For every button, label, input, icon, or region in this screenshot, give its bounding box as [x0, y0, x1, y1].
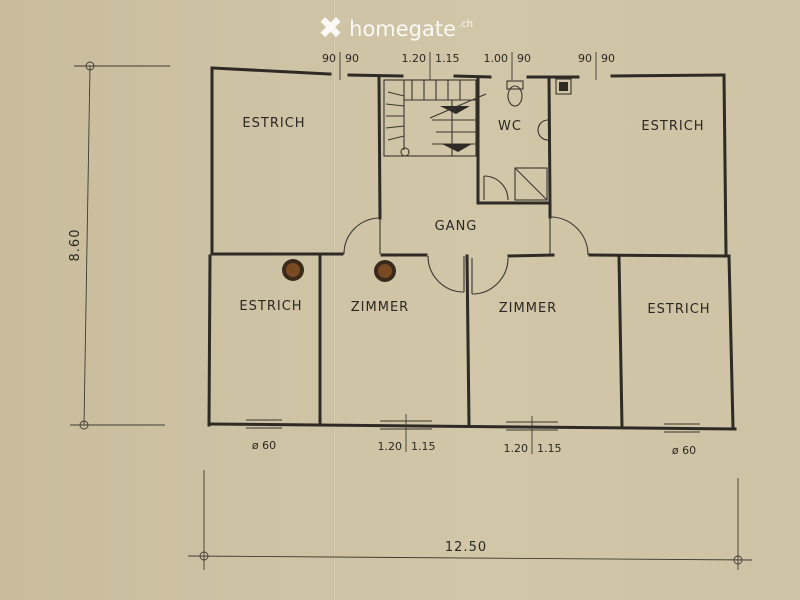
staircase: [383, 79, 487, 157]
dim-width: 12.50: [445, 540, 487, 555]
dim-top-1a: 90: [322, 52, 336, 65]
dim-bottom-3a: 1.20: [504, 442, 529, 455]
paper-fold: [333, 0, 336, 600]
dim-top-3b: 90: [517, 52, 531, 65]
room-label-estrich-bottom-right: ESTRICH: [647, 302, 710, 317]
dim-top-2a: 1.20: [402, 52, 427, 65]
room-label-zimmer-right: ZIMMER: [499, 301, 557, 316]
wc-fixtures: [506, 78, 572, 201]
bottom-dimension-ticks: [405, 414, 533, 454]
homegate-logo: ✖ homegate .ch: [318, 14, 473, 44]
homegate-logo-icon: ✖: [318, 11, 344, 46]
homegate-logo-word: homegate: [349, 17, 457, 41]
room-label-estrich-bottom-left: ESTRICH: [239, 299, 302, 314]
dim-top-4a: 90: [578, 52, 592, 65]
walls: [207, 66, 737, 431]
height-dimension: [70, 61, 170, 430]
chimney-holes: [282, 259, 396, 282]
room-label-wc: WC: [498, 119, 522, 134]
room-label-estrich-top-left: ESTRICH: [242, 116, 305, 131]
dim-top-1b: 90: [345, 52, 359, 65]
doors: [343, 175, 589, 295]
dim-bottom-3b: 1.15: [537, 442, 562, 455]
dim-bottom-1: ø 60: [252, 439, 276, 452]
room-label-gang: GANG: [435, 219, 478, 234]
dim-bottom-4: ø 60: [672, 444, 696, 457]
room-label-estrich-top-right: ESTRICH: [641, 119, 704, 134]
room-label-zimmer-left: ZIMMER: [351, 300, 409, 315]
dim-bottom-2b: 1.15: [411, 440, 436, 453]
dim-height: 8.60: [68, 229, 83, 262]
dim-top-3a: 1.00: [484, 52, 509, 65]
top-dimension-ticks: [339, 52, 597, 80]
width-dimension: [187, 470, 753, 570]
dim-top-2b: 1.15: [435, 52, 460, 65]
homegate-logo-tld: .ch: [458, 19, 474, 30]
dim-bottom-2a: 1.20: [378, 440, 403, 453]
dim-top-4b: 90: [601, 52, 615, 65]
